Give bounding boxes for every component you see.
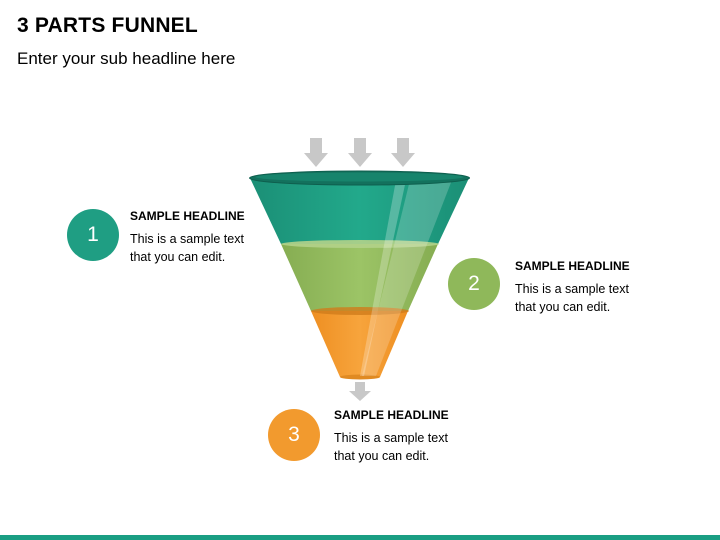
step-body: This is a sample text that you can edit. bbox=[334, 429, 474, 465]
output-arrow-icon bbox=[349, 382, 371, 401]
input-arrow-icon bbox=[304, 138, 328, 167]
step-body-line: This is a sample text bbox=[334, 431, 448, 445]
funnel-section-bottom bbox=[311, 307, 409, 380]
step-text-1: SAMPLE HEADLINE This is a sample text th… bbox=[130, 209, 270, 266]
step-body: This is a sample text that you can edit. bbox=[130, 230, 270, 266]
page-subtitle: Enter your sub headline here bbox=[17, 49, 236, 68]
step-text-2: SAMPLE HEADLINE This is a sample text th… bbox=[515, 259, 655, 316]
page-title: 3 PARTS FUNNEL bbox=[17, 14, 198, 37]
input-arrow-icon bbox=[391, 138, 415, 167]
funnel-highlight bbox=[360, 180, 452, 376]
step-body-line: This is a sample text bbox=[130, 232, 244, 246]
step-text-3: SAMPLE HEADLINE This is a sample text th… bbox=[334, 408, 474, 465]
step-body-line: that you can edit. bbox=[515, 300, 611, 314]
step-headline: SAMPLE HEADLINE bbox=[515, 259, 630, 273]
input-arrow-icon bbox=[348, 138, 372, 167]
step-headline: SAMPLE HEADLINE bbox=[334, 408, 449, 422]
footer-accent-bar bbox=[0, 535, 720, 540]
step-body-line: that you can edit. bbox=[334, 449, 430, 463]
funnel-section-top bbox=[250, 178, 469, 244]
step-body: This is a sample text that you can edit. bbox=[515, 280, 655, 316]
step-body-line: This is a sample text bbox=[515, 282, 629, 296]
step-badge-2: 2 bbox=[448, 258, 500, 310]
step-body-line: that you can edit. bbox=[130, 250, 226, 264]
funnel-rim bbox=[249, 170, 470, 186]
step-headline: SAMPLE HEADLINE bbox=[130, 209, 245, 223]
step-badge-3: 3 bbox=[268, 409, 320, 461]
step-badge-1: 1 bbox=[67, 209, 119, 261]
funnel-section-middle bbox=[281, 240, 439, 311]
